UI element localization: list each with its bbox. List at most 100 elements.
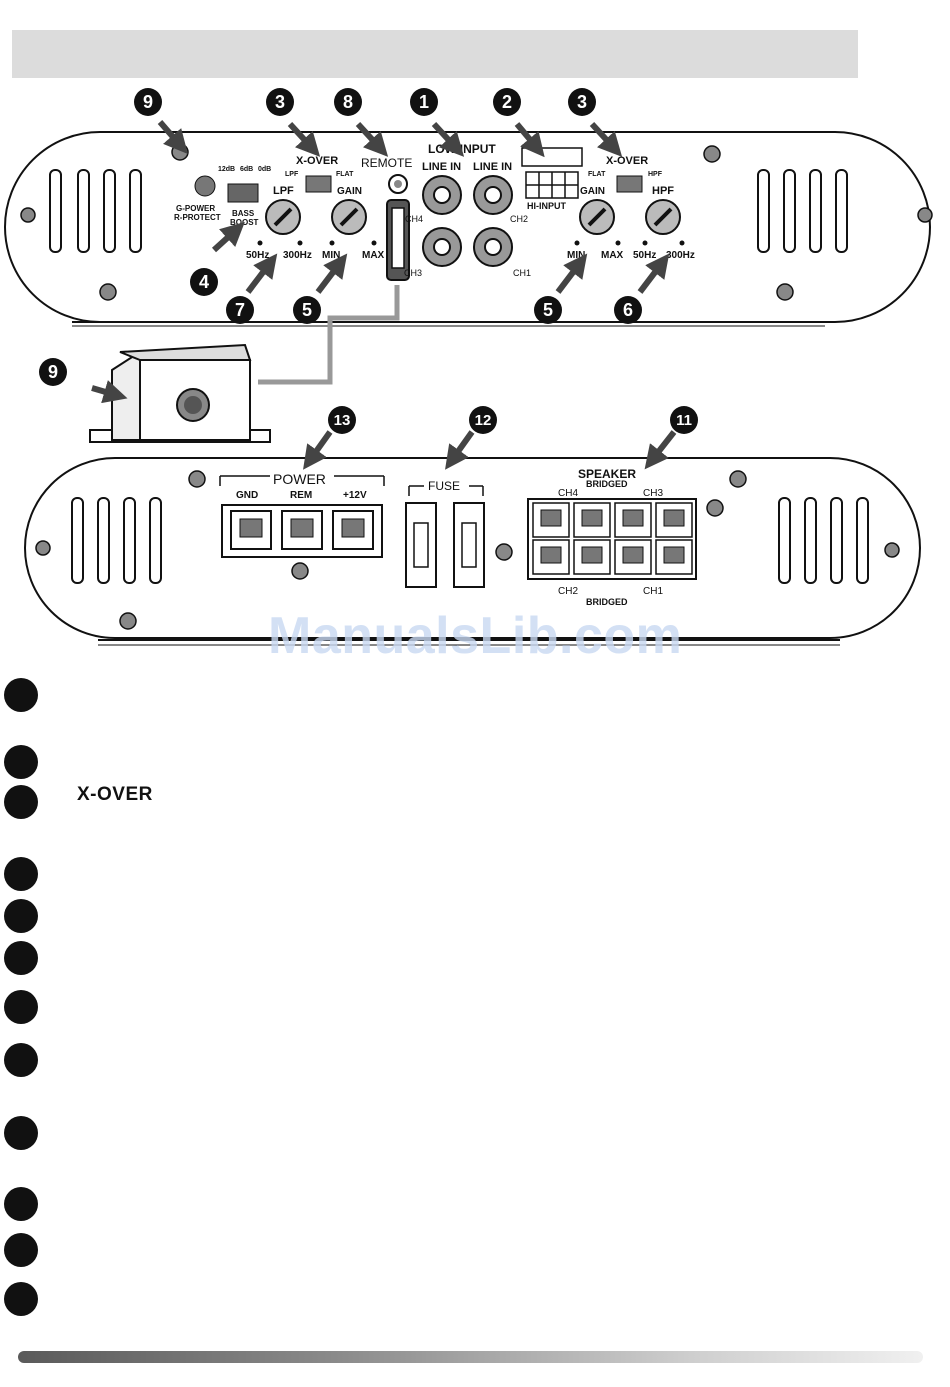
power-terminal-block <box>219 475 385 558</box>
xover-left-label: X-OVER <box>296 155 338 167</box>
line-in-2-label: LINE IN <box>473 161 512 173</box>
g-power-label: G-POWER <box>176 204 215 213</box>
remote-cable <box>258 285 400 385</box>
bottom-left-vents <box>71 497 162 584</box>
callout-5-right <box>534 296 562 324</box>
callout-4-num: 4 <box>199 272 209 292</box>
legend-bullet <box>4 785 38 819</box>
footer-bar <box>18 1351 923 1363</box>
callout-4 <box>190 268 218 296</box>
legend-bullet <box>4 1116 38 1150</box>
callout-3-right-num: 3 <box>577 92 587 112</box>
bottom-callout-arrows <box>303 430 677 470</box>
callout-2-num: 2 <box>502 92 512 112</box>
legend-bullet <box>4 899 38 933</box>
low-input-label: LOW-INPUT <box>428 142 496 156</box>
rem-label: REM <box>290 490 312 501</box>
legend-bullet <box>4 857 38 891</box>
callout-3-right <box>568 88 596 116</box>
gnd-label: GND <box>236 490 258 501</box>
flat-right-label: FLAT <box>588 171 606 178</box>
hpf-label: HPF <box>652 185 674 197</box>
bridged-bottom-label: BRIDGED <box>586 597 628 607</box>
callout-2 <box>493 88 521 116</box>
remote-label: REMOTE <box>361 156 412 170</box>
callout-11-num: 11 <box>676 412 692 429</box>
callout-9-remote <box>39 358 67 386</box>
bass-boost-switch[interactable] <box>227 183 259 203</box>
fuse-label: FUSE <box>428 479 460 493</box>
xover-right-switch[interactable] <box>616 175 643 193</box>
callout-9-remote-num: 9 <box>48 362 58 382</box>
speaker-ch1-label: CH1 <box>643 586 663 597</box>
callout-9-top-num: 9 <box>143 92 153 112</box>
callout-5-left-num: 5 <box>302 300 312 320</box>
hpf-300hz-label: 300Hz <box>666 250 695 261</box>
watermark: ManualsLib.com <box>268 607 683 665</box>
callout-8 <box>334 88 362 116</box>
right-vents <box>757 169 848 253</box>
hi-input-connector[interactable] <box>521 147 583 199</box>
callout-7-num: 7 <box>235 300 245 320</box>
gain-min-left-label: MIN <box>322 250 340 261</box>
xover-left-switch[interactable] <box>305 175 332 193</box>
callout-8-num: 8 <box>343 92 353 112</box>
bass-label: BASS <box>232 209 255 218</box>
hpf-small-label: HPF <box>648 171 663 178</box>
callout-6-num: 6 <box>623 300 633 320</box>
speaker-ch2-label: CH2 <box>558 586 578 597</box>
boost-12db-label: 12dB <box>218 166 235 173</box>
remote-plug <box>386 199 410 281</box>
top-callout-circles <box>134 88 642 324</box>
gain-left-knob[interactable] <box>331 199 367 235</box>
legend-bullet <box>4 1233 38 1267</box>
gain-left-label: GAIN <box>337 186 362 197</box>
bottom-right-vents <box>778 497 869 584</box>
bridged-top-label: BRIDGED <box>586 479 628 489</box>
lpf-300hz-label: 300Hz <box>283 250 312 261</box>
hpf-50hz-label: 50Hz <box>633 250 656 261</box>
ch2-label: CH2 <box>510 214 528 224</box>
gain-max-left-label: MAX <box>362 250 385 261</box>
boost-6db-label: 6dB <box>240 166 253 173</box>
hpf-knob[interactable] <box>645 199 681 235</box>
ch3-label: CH3 <box>404 268 422 278</box>
callout-5-right-num: 5 <box>543 300 553 320</box>
callout-6 <box>614 296 642 324</box>
xover-right-label: X-OVER <box>606 155 648 167</box>
gain-min-right-label: MIN <box>567 250 585 261</box>
gain-right-knob[interactable] <box>579 199 615 235</box>
legend-bullet <box>4 990 38 1024</box>
callout-3-left-num: 3 <box>275 92 285 112</box>
legend-bullet <box>4 678 38 712</box>
callout-1-num: 1 <box>419 92 429 112</box>
boost-label: BOOST <box>230 218 259 227</box>
ch1-label: CH1 <box>513 268 531 278</box>
callout-13 <box>328 406 356 434</box>
bottom-amplifier-panel: POWER GND REM +12V FUSE SPEAKER BRIDGED … <box>24 406 921 646</box>
legend-bullet <box>4 1282 38 1316</box>
gain-max-right-label: MAX <box>601 250 624 261</box>
gain-right-label: GAIN <box>580 186 605 197</box>
callout-1 <box>410 88 438 116</box>
lpf-50hz-label: 50Hz <box>246 250 269 261</box>
legend-xover-heading: X-OVER <box>77 784 153 805</box>
callout-7 <box>226 296 254 324</box>
power-label: POWER <box>273 471 326 487</box>
legend-bullet <box>4 745 38 779</box>
callout-9-top <box>134 88 162 116</box>
header-bar <box>12 30 858 78</box>
12v-label: +12V <box>343 490 367 501</box>
hi-input-label: HI-INPUT <box>527 201 566 211</box>
speaker-label: SPEAKER <box>578 467 636 481</box>
lpf-knob[interactable] <box>265 199 301 235</box>
callout-3-left <box>266 88 294 116</box>
speaker-terminal[interactable] <box>573 539 611 575</box>
callout-11 <box>670 406 698 434</box>
remote-control-unit: 9 <box>39 343 271 443</box>
fuse-block <box>405 485 485 588</box>
ch4-label: CH4 <box>405 214 423 224</box>
boost-0db-label: 0dB <box>258 166 271 173</box>
r-protect-label: R-PROTECT <box>174 213 221 222</box>
callout-12-num: 12 <box>475 412 492 429</box>
